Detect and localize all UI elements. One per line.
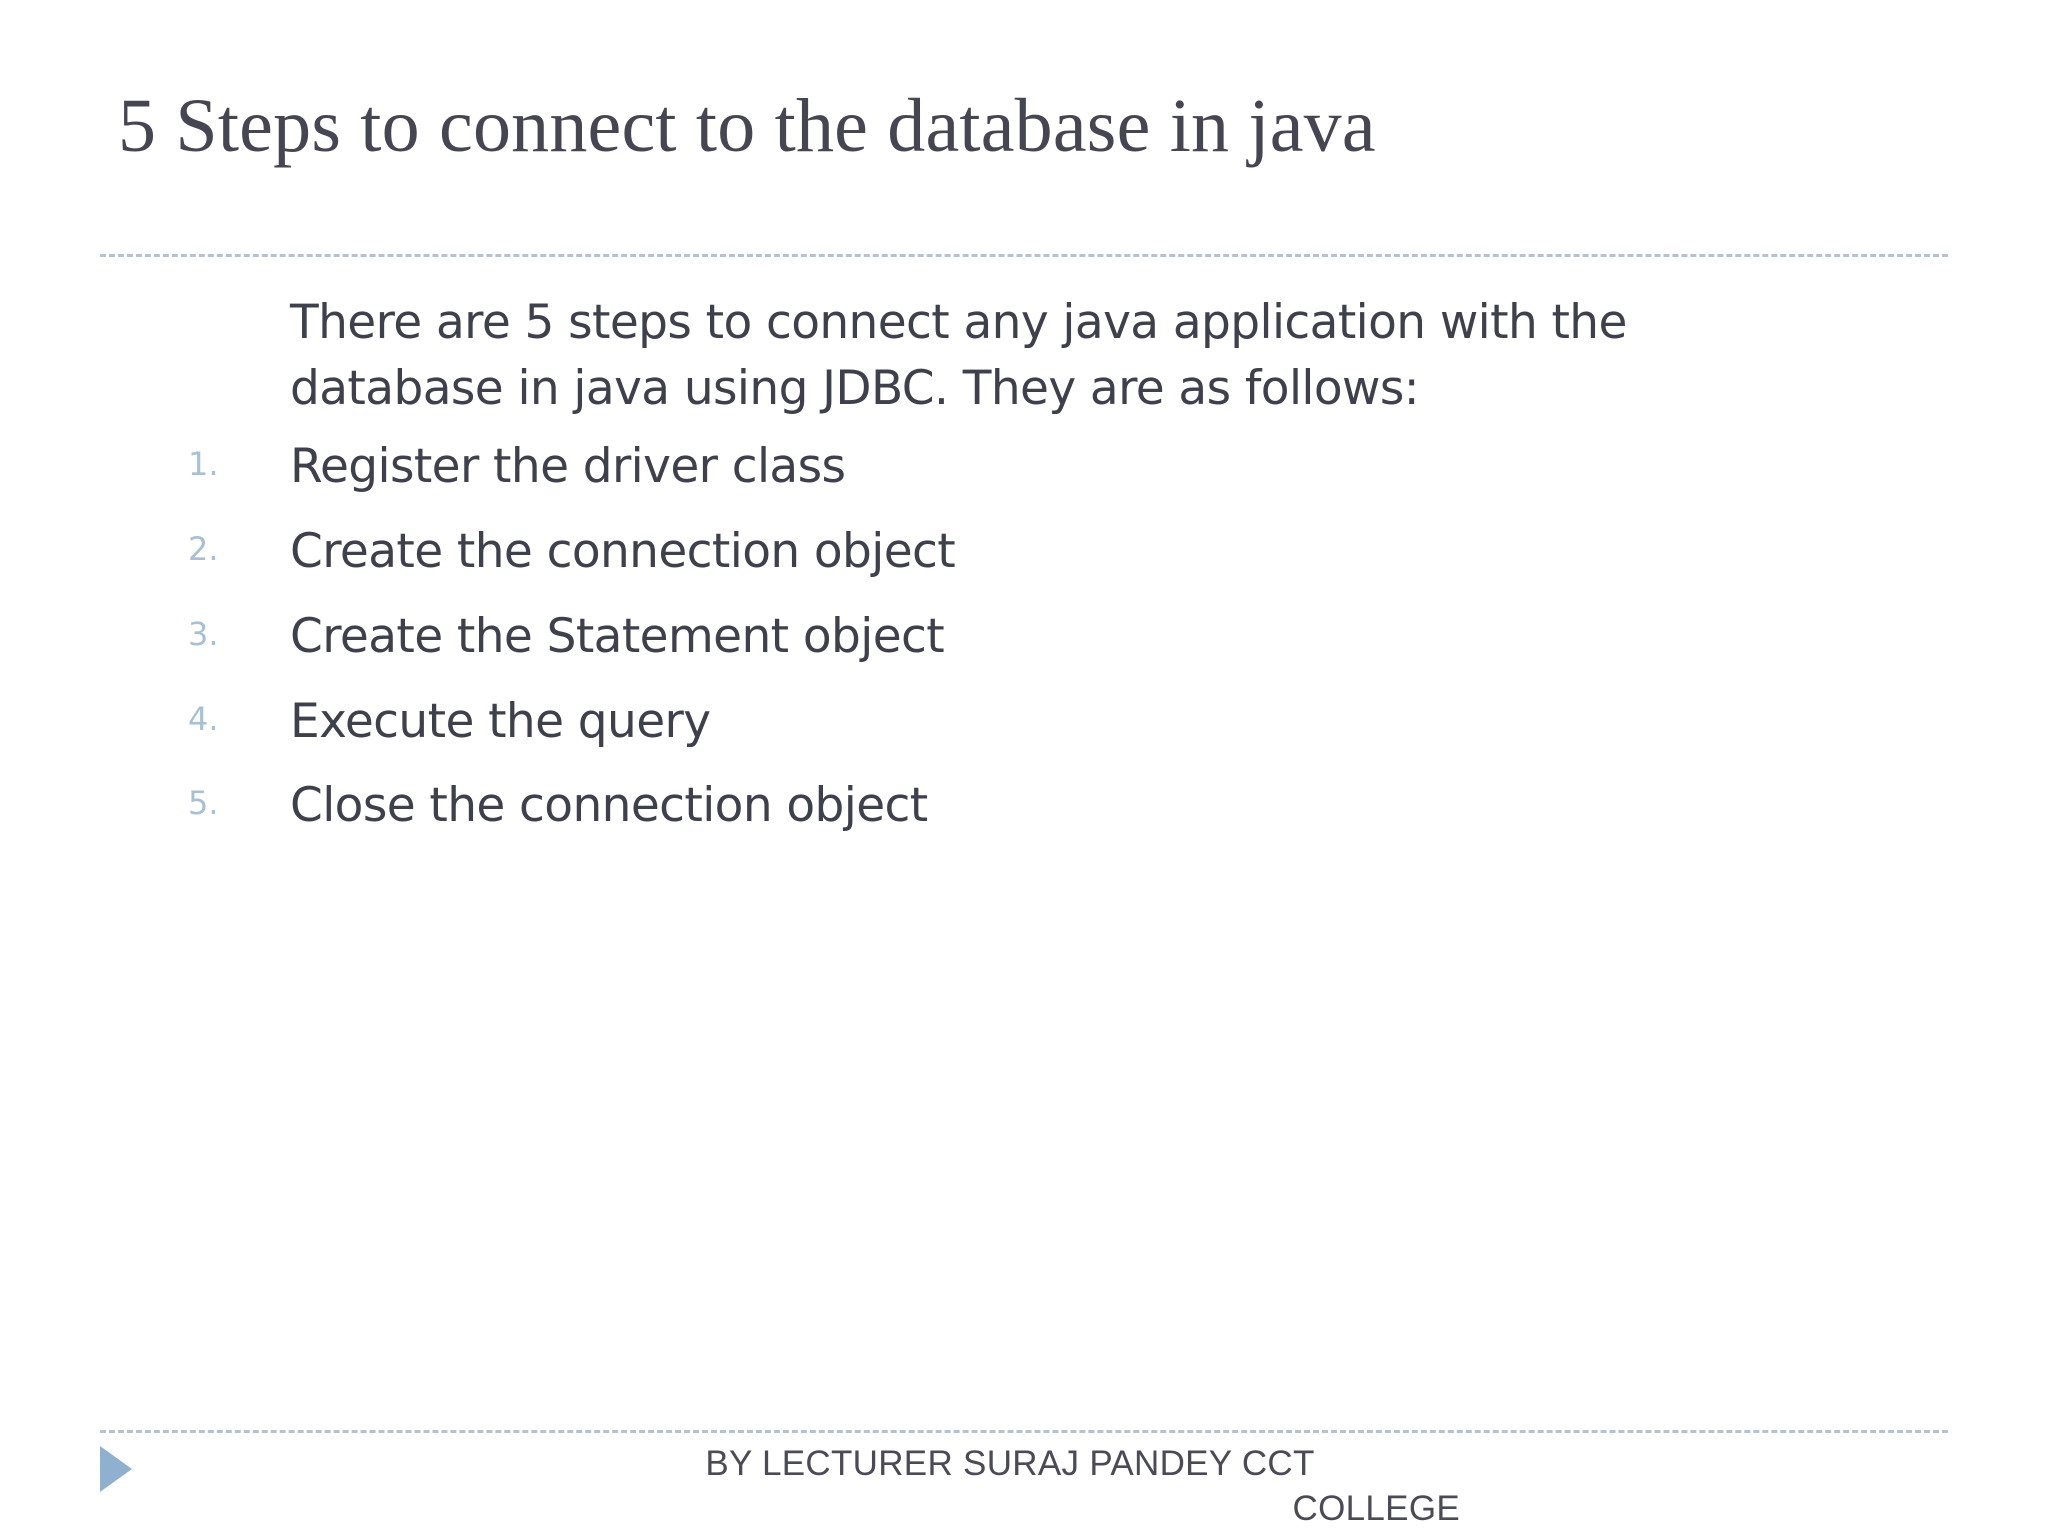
step-number: 5. [188,784,219,823]
list-item: 1. Register the driver class [0,436,2048,499]
page-title: 5 Steps to connect to the database in ja… [118,83,1376,168]
list-item: 4. Execute the query [0,691,2048,754]
slide-body: There are 5 steps to connect any java ap… [0,290,2048,860]
footer-line-2: COLLEGE [1292,1488,1460,1528]
step-label: Execute the query [290,693,711,749]
list-item: 2. Create the connection object [0,521,2048,584]
play-triangle-icon [100,1446,132,1492]
step-number: 1. [188,444,219,483]
intro-paragraph: There are 5 steps to connect any java ap… [290,295,1627,416]
footer-line-1: BY LECTURER SURAJ PANDEY CCT [705,1444,1315,1483]
list-item: 3. Create the Statement object [0,606,2048,669]
step-number: 2. [188,529,219,568]
steps-list: 1. Register the driver class 2. Create t… [0,436,2048,839]
step-label: Close the connection object [290,778,928,834]
step-label: Create the connection object [290,523,956,579]
step-number: 4. [188,699,219,738]
step-label: Create the Statement object [290,608,945,664]
divider-bottom [100,1430,1948,1433]
step-label: Register the driver class [290,438,846,494]
step-number: 3. [188,614,219,653]
divider-top [100,254,1948,257]
footer-credit: BY LECTURER SURAJ PANDEY CCT COLLEGE [560,1442,1460,1532]
list-item: 5. Close the connection object [0,775,2048,838]
